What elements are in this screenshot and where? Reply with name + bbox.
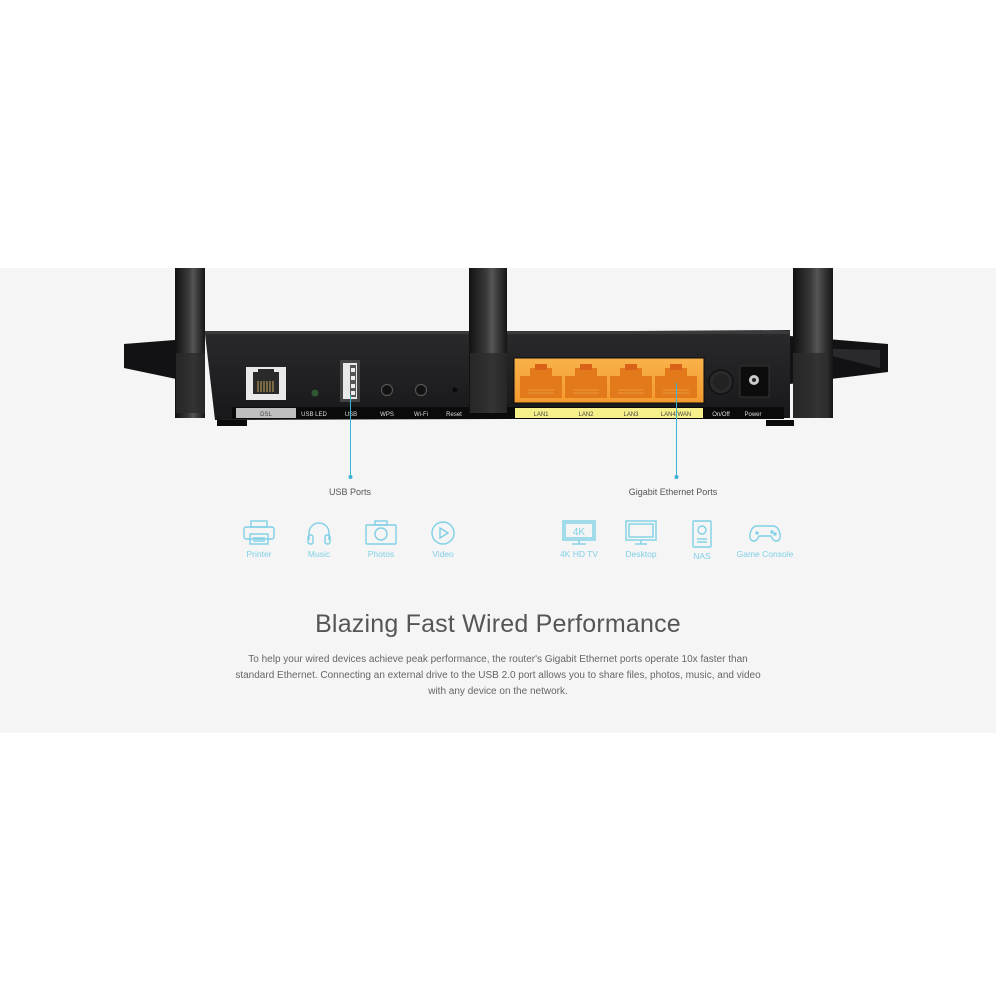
game-console-label: Game Console (736, 549, 794, 559)
usb-label: USB (345, 412, 357, 418)
device-4k-tv: 4K 4K HD TV (544, 520, 614, 559)
lan2-label: LAN2 (578, 412, 594, 418)
music-label: Music (307, 549, 331, 559)
power-label: Power (744, 412, 761, 418)
headphones-icon (307, 522, 331, 545)
play-icon (431, 521, 455, 545)
wifi-label: Wi-Fi (414, 412, 428, 418)
dsl-port (246, 367, 286, 400)
router-rear-illustration: DSL USB LED USB WPS Wi-Fi Reset LAN1 LAN… (124, 268, 888, 426)
lan-port-1 (520, 364, 562, 398)
camera-icon (365, 520, 397, 545)
reset-label: Reset (446, 412, 462, 418)
nas-label: NAS (693, 551, 711, 561)
wifi-button (414, 383, 428, 397)
feature-panel: DSL USB LED USB WPS Wi-Fi Reset LAN1 LAN… (0, 268, 996, 733)
onoff-label: On/Off (712, 412, 730, 418)
desktop-label: Desktop (625, 549, 657, 559)
printer-label: Printer (246, 549, 272, 559)
lan-port-2 (565, 364, 607, 398)
4k-hd-tv-label: 4K HD TV (559, 549, 599, 559)
section-body: To help your wired devices achieve peak … (235, 654, 761, 697)
usb-callout-line (350, 395, 351, 477)
video-label: Video (432, 549, 454, 559)
nas-icon (692, 520, 712, 548)
device-game-console: Game Console (730, 520, 800, 559)
device-music: Music (284, 520, 354, 559)
device-video: Video (408, 520, 478, 559)
tv-4k-icon: 4K (562, 520, 596, 545)
wps-label: WPS (380, 412, 394, 418)
lan-label-bg (515, 408, 703, 418)
usb-port (340, 360, 360, 402)
svg-text:4K: 4K (573, 527, 586, 538)
usb-callout-dot (348, 475, 353, 479)
usb-led-label: USB LED (301, 412, 327, 418)
ethernet-callout-dot (674, 475, 679, 479)
dsl-label: DSL (260, 412, 272, 418)
device-photos: Photos (346, 520, 416, 559)
lan-port-3 (610, 364, 652, 398)
ethernet-callout-line (676, 383, 677, 477)
lan1-label: LAN1 (533, 412, 549, 418)
lan3-label: LAN3 (623, 412, 639, 418)
wps-button (380, 383, 394, 397)
device-desktop: Desktop (606, 520, 676, 559)
monitor-icon (625, 520, 657, 545)
gigabit-ethernet-ports-label: Gigabit Ethernet Ports (628, 487, 718, 497)
reset-hole (452, 387, 458, 393)
photos-label: Photos (367, 549, 395, 559)
dsl-label-bg (236, 408, 296, 418)
usb-led (311, 389, 319, 397)
printer-icon (243, 520, 275, 545)
device-nas: NAS (667, 520, 737, 561)
usb-ports-label: USB Ports (328, 487, 372, 497)
section-title: Blazing Fast Wired Performance (315, 610, 681, 638)
gamepad-icon (749, 525, 781, 542)
device-printer: Printer (224, 520, 294, 559)
